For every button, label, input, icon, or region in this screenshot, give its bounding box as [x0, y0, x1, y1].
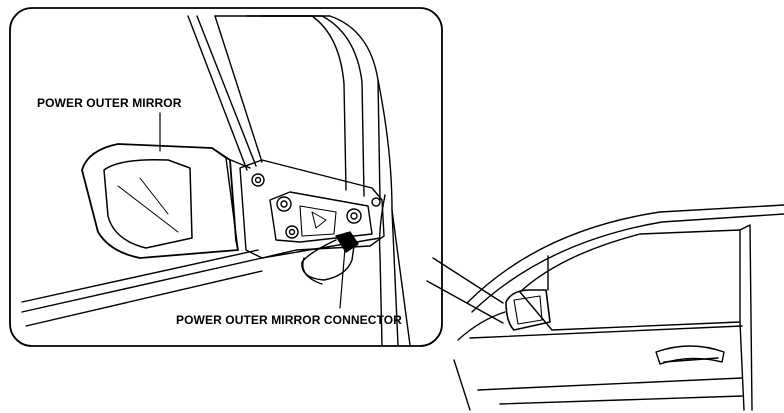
power-outer-mirror-connector [301, 231, 359, 285]
mirror-label: POWER OUTER MIRROR [37, 96, 182, 110]
mirror-bracket [239, 159, 385, 259]
mounting-bolts [251, 173, 381, 239]
power-outer-mirror [81, 143, 251, 259]
detail-callout-frame [9, 7, 443, 347]
door-frame [187, 15, 411, 346]
zoom-leader-lines [426, 257, 504, 324]
connector-label-leader [339, 247, 346, 309]
connector-label: POWER OUTER MIRROR CONNECTOR [176, 313, 402, 327]
vehicle-mirror [505, 289, 551, 331]
vehicle-side-view [453, 204, 784, 411]
